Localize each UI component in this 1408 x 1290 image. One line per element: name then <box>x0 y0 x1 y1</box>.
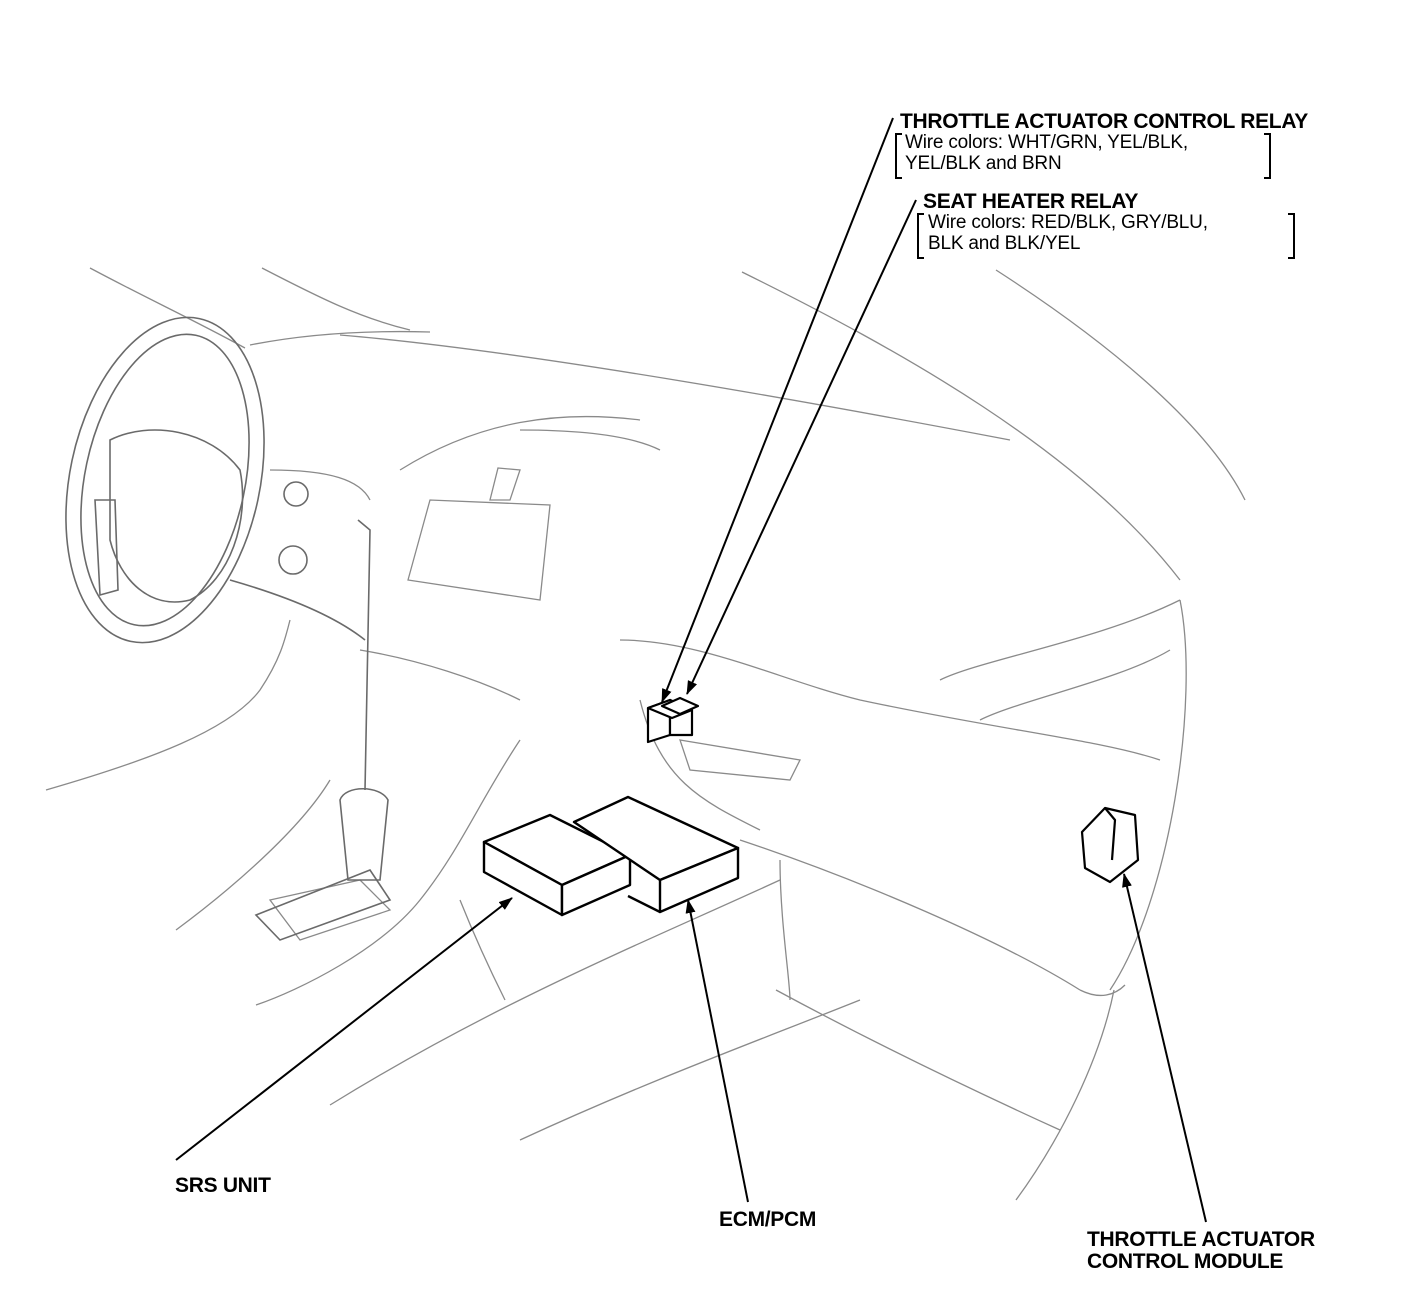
seat-heater-bracket-right <box>1288 213 1295 259</box>
seat-heater-note-1: Wire colors: RED/BLK, GRY/BLU, <box>928 212 1208 233</box>
throttle-relay-bracket-right <box>1264 133 1271 179</box>
leader-lines <box>175 117 1207 1223</box>
ecm-pcm-label: ECM/PCM <box>719 1208 817 1231</box>
srs-unit-box <box>482 813 632 917</box>
throttle-module-label-2: CONTROL MODULE <box>1087 1250 1284 1273</box>
gear-shifter <box>254 519 392 941</box>
throttle-relay-note-2: YEL/BLK and BRN <box>905 153 1062 174</box>
steering-wheel <box>65 316 366 644</box>
dashboard-outline <box>45 267 1246 1201</box>
seat-heater-bracket-left <box>917 213 924 259</box>
ecm-pcm-box <box>572 795 740 914</box>
relay-block <box>646 696 700 744</box>
seat-heater-relay-title: SEAT HEATER RELAY <box>923 190 1139 213</box>
throttle-relay-bracket-left <box>895 133 902 179</box>
throttle-relay-note-1: Wire colors: WHT/GRN, YEL/BLK, <box>905 132 1188 153</box>
throttle-module-box <box>1080 806 1140 884</box>
srs-unit-label: SRS UNIT <box>175 1174 271 1197</box>
throttle-module-label-1: THROTTLE ACTUATOR <box>1087 1228 1315 1251</box>
seat-heater-note-2: BLK and BLK/YEL <box>928 233 1081 254</box>
throttle-relay-title: THROTTLE ACTUATOR CONTROL RELAY <box>900 110 1308 133</box>
